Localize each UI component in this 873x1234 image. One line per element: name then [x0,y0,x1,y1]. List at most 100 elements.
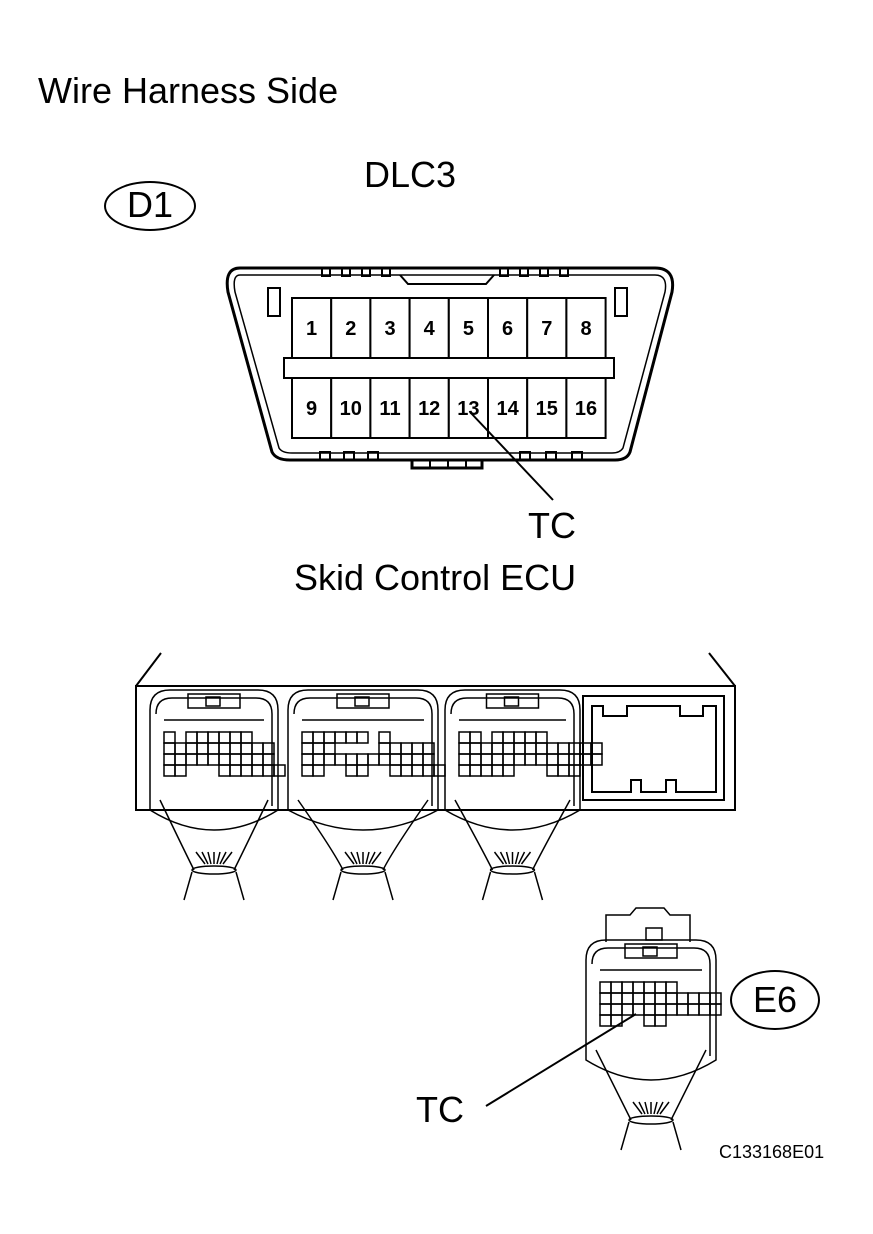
terminal-cell [240,731,253,744]
d1-connector-badge: D1 [104,181,196,231]
skid-control-ecu-label: Skid Control ECU [294,557,577,598]
dlc3-pin-number: 7 [541,318,552,340]
terminal-cell [469,764,482,777]
terminal-cell [312,764,325,777]
terminal-cell [654,1014,667,1027]
terminal-cell [323,753,336,766]
terminal-cell [480,742,493,755]
terminal-cell [535,742,548,755]
terminal-cell [185,742,198,755]
dlc3-pin-number: 1 [306,318,317,340]
terminal-cell [557,742,570,755]
terminal-cell [196,753,209,766]
terminal-cell [610,992,623,1005]
ecu-connector-plug [149,689,286,901]
dlc3-pin-cell [330,297,372,359]
terminal-cell [218,764,231,777]
terminal-cell [400,753,413,766]
terminal-cell [709,1003,722,1016]
terminal-cell [513,731,526,744]
terminal-cell [273,764,286,777]
terminal-cell [687,992,700,1005]
ecu-tc-leader [485,1013,637,1107]
terminal-cell [411,753,424,766]
terminal-cell [557,753,570,766]
dlc3-pin-cell [369,297,411,359]
terminal-cell [163,731,176,744]
terminal-cell [665,1003,678,1016]
terminal-cell [185,731,198,744]
terminal-cell [229,753,242,766]
terminal-cell [491,753,504,766]
terminal-cell [323,731,336,744]
terminal-cell [621,992,634,1005]
terminal-cell [196,742,209,755]
terminal-cell [610,1003,623,1016]
terminal-cell [207,742,220,755]
terminal-cell [229,731,242,744]
terminal-cell [491,742,504,755]
terminal-cell [345,731,358,744]
terminal-cell [502,753,515,766]
ecu-connectors [149,689,603,901]
ecu-blank-port [582,695,725,801]
terminal-cell [301,764,314,777]
dlc3-pin-cell [330,377,372,439]
dlc3-pin-number: 14 [496,398,519,420]
terminal-cell [334,753,347,766]
terminal-cell [568,764,581,777]
terminal-cell [687,1003,700,1016]
ecu-tc-callout: TC [416,1089,464,1130]
terminal-cell [546,753,559,766]
terminal-cell [579,742,592,755]
dlc3-pin-cell [526,377,568,439]
terminal-cell [411,742,424,755]
terminal-cell [356,764,369,777]
dlc3-top-notches [321,268,569,285]
terminal-cell [632,992,645,1005]
dlc3-pin-number: 12 [418,398,440,420]
terminal-cell [610,981,623,994]
terminal-cell [207,753,220,766]
terminal-cell [643,1014,656,1027]
terminal-cell [665,981,678,994]
terminal-cell [599,992,612,1005]
terminal-cell [356,753,369,766]
terminal-cell [411,764,424,777]
terminal-cell [491,764,504,777]
dlc3-pin-number: 5 [463,318,474,340]
terminal-cell [301,731,314,744]
terminal-cell [524,753,537,766]
terminal-cell [229,764,242,777]
terminal-cell [312,753,325,766]
terminal-cell [579,753,592,766]
terminal-cell [599,1014,612,1027]
terminal-cell [163,742,176,755]
terminal-cell [378,753,391,766]
terminal-cell [458,731,471,744]
terminal-cell [251,764,264,777]
terminal-cell [458,742,471,755]
terminal-cell [229,742,242,755]
dlc3-tc-callout: TC [528,505,576,546]
terminal-cell [174,742,187,755]
diagram-title: Wire Harness Side [38,70,339,111]
terminal-cell [698,992,711,1005]
terminal-cell [524,742,537,755]
terminal-cell [621,1003,634,1016]
terminal-cell [698,1003,711,1016]
terminal-cell [535,731,548,744]
terminal-cell [643,981,656,994]
terminal-cell [458,753,471,766]
terminal-cell [665,992,678,1005]
terminal-cell [163,753,176,766]
terminal-cell [524,731,537,744]
terminal-cell [378,742,391,755]
terminal-cell [378,731,391,744]
terminal-cell [480,753,493,766]
terminal-cell [632,981,645,994]
ecu-connector-plug [444,689,603,901]
terminal-cell [654,1003,667,1016]
terminal-cell [323,742,336,755]
